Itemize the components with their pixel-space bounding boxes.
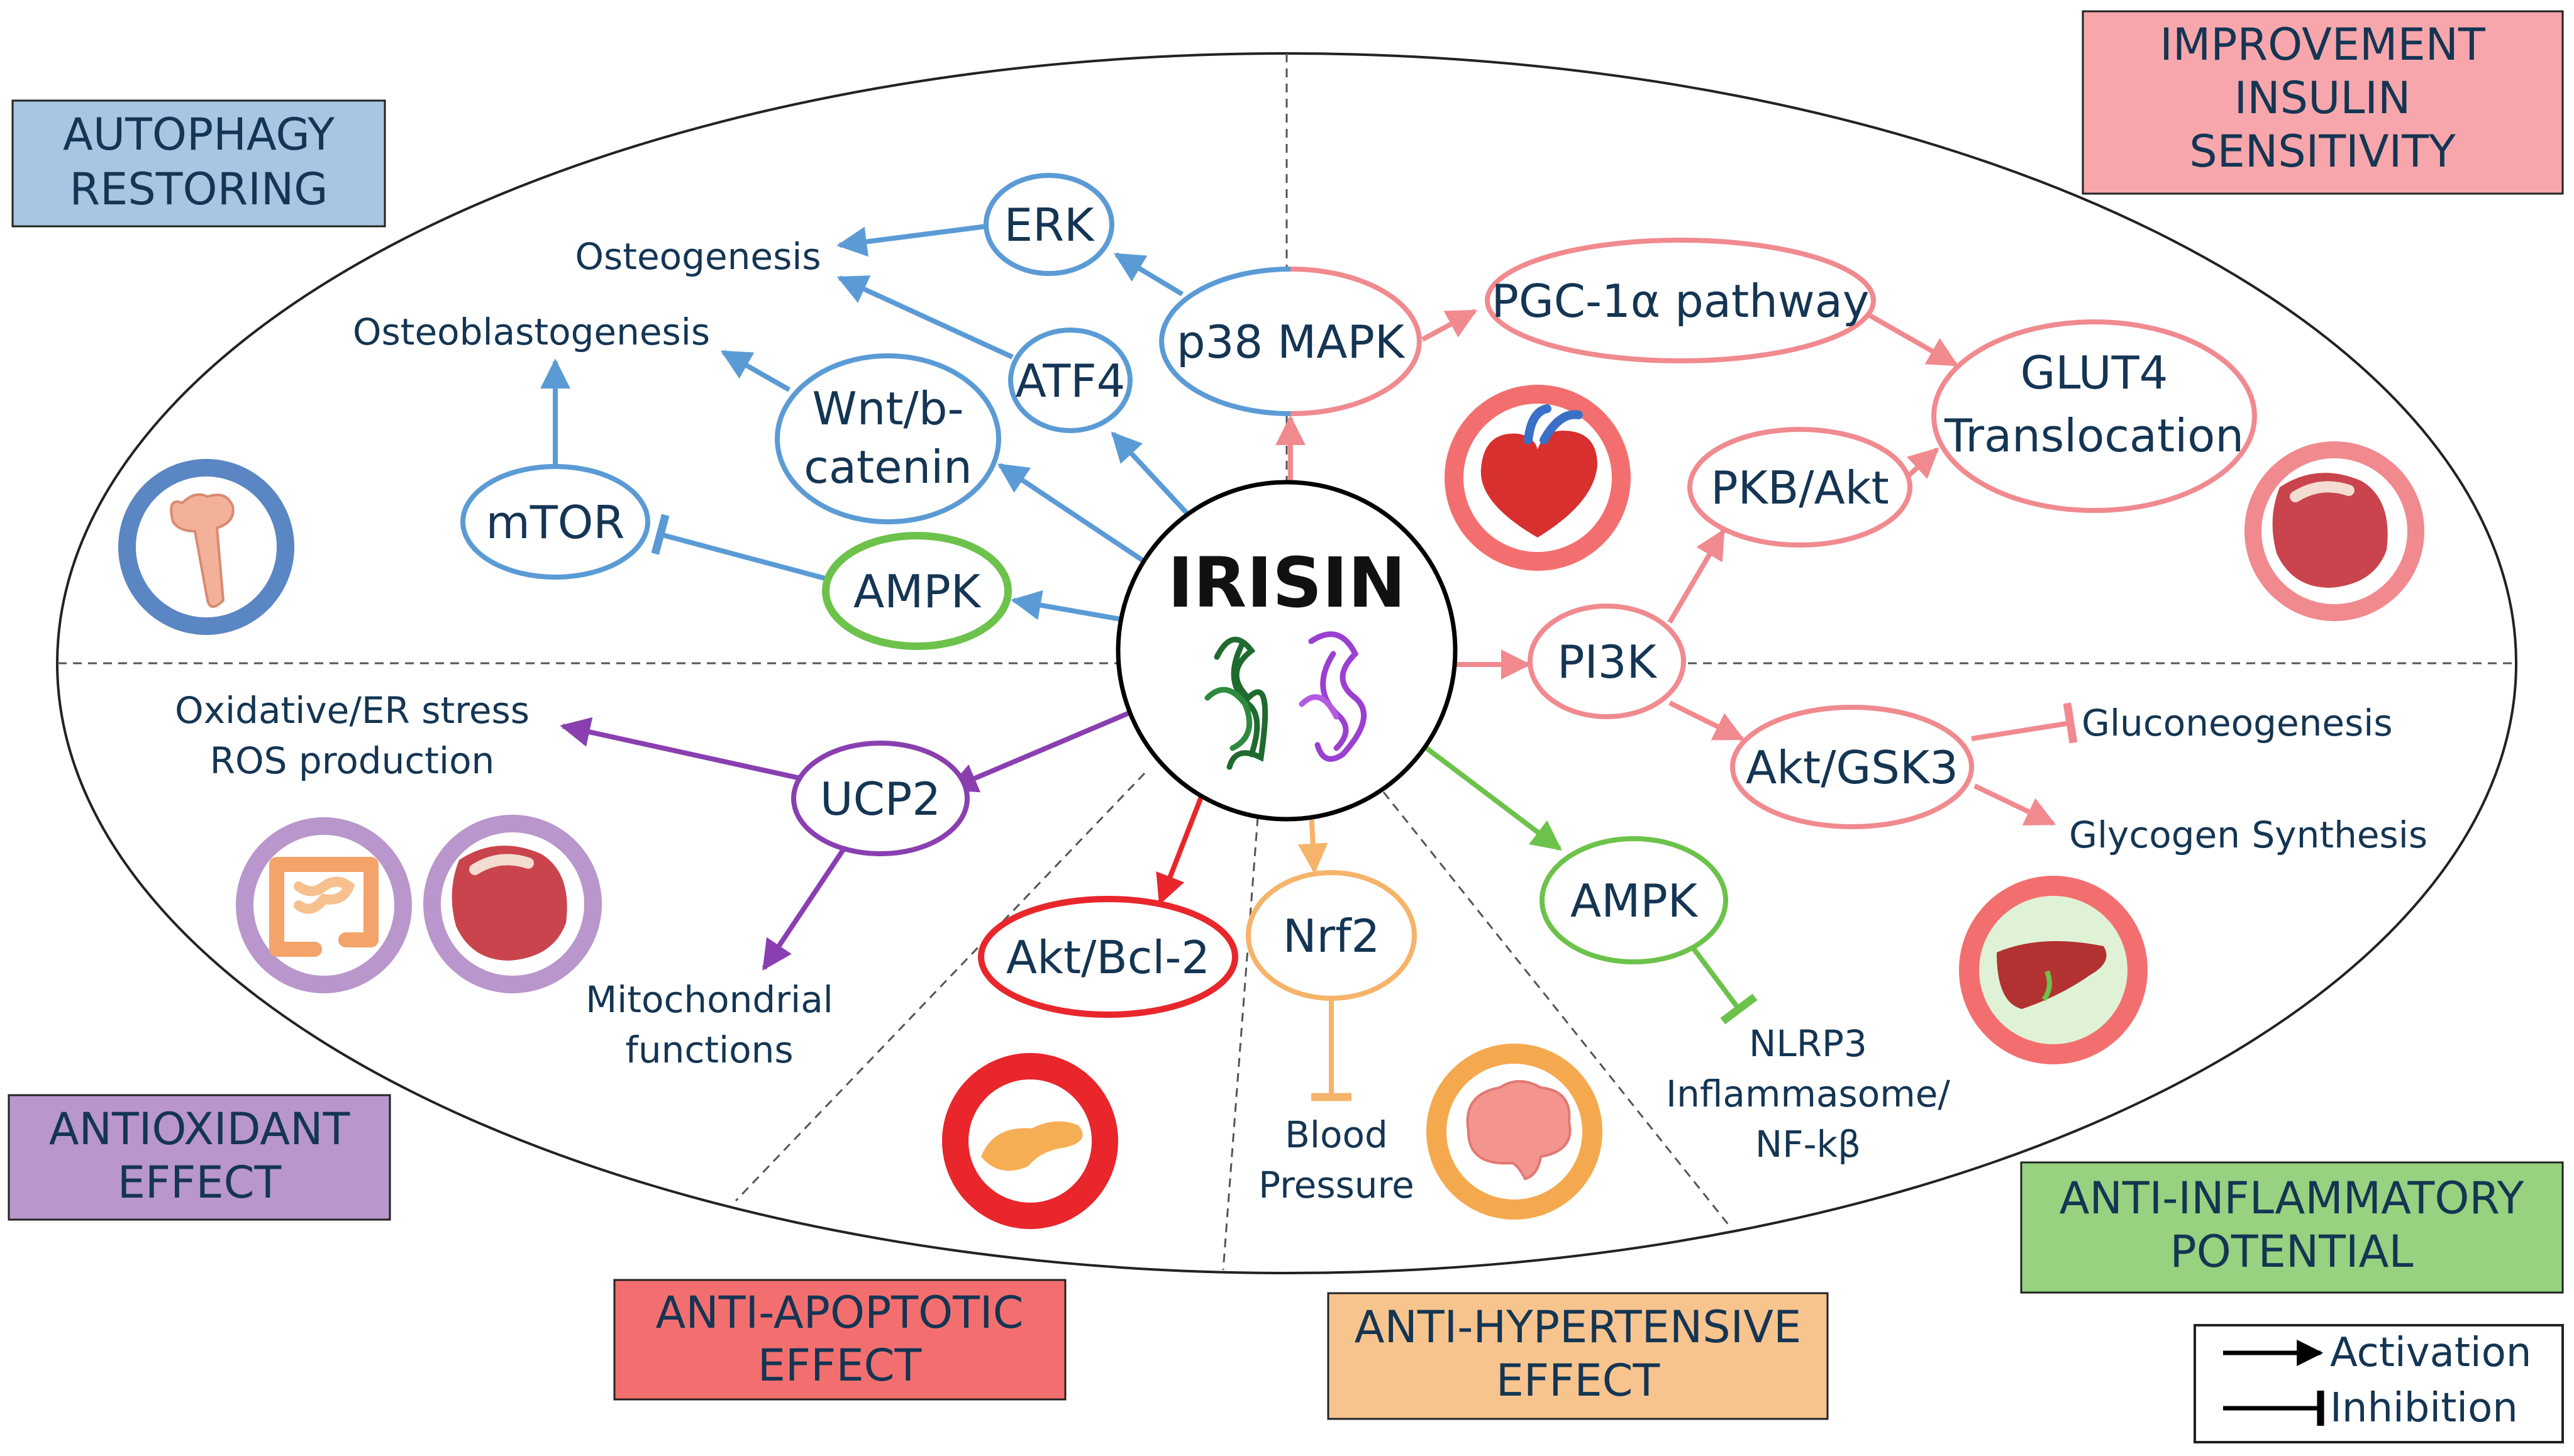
- node-mtor: mTOR: [460, 464, 650, 580]
- label-gluconeogenesis: Gluconeogenesis: [2082, 702, 2393, 744]
- node-ucp2: UCP2: [791, 741, 970, 856]
- svg-text:PGC-1α pathway: PGC-1α pathway: [1492, 275, 1870, 328]
- category-autophagy-line-1: AUTOPHAGY: [63, 109, 335, 160]
- label-glycogen: Glycogen Synthesis: [2069, 813, 2427, 856]
- svg-text:ATF4: ATF4: [1016, 355, 1126, 407]
- arrow-irisin-ampk-inflam: [1416, 739, 1562, 851]
- svg-text:AMPK: AMPK: [1570, 874, 1699, 927]
- arrow-ucp2-oxidative: [560, 717, 807, 782]
- pancreas-icon: [942, 1053, 1118, 1229]
- arrow-irisin-nrf2: [1297, 810, 1328, 874]
- arrow-pi3k-pkb: [1667, 528, 1726, 624]
- node-p38: p38 MAPK: [1159, 267, 1422, 416]
- svg-text:ERK: ERK: [1004, 199, 1096, 251]
- node-pkb: PKB/Akt: [1687, 427, 1912, 548]
- node-ampk-inflam: AMPK: [1539, 836, 1728, 964]
- legend-activation: Activation: [2330, 1330, 2531, 1376]
- svg-text:UCP2: UCP2: [820, 773, 941, 825]
- label-osteoblastogenesis: Osteoblastogenesis: [353, 311, 710, 353]
- intestine-icon: [236, 817, 412, 993]
- node-atf4: ATF4: [1008, 328, 1133, 433]
- arrow-p38-erk: [1113, 252, 1184, 297]
- irisin-center: IRISIN: [1116, 480, 1458, 822]
- svg-text:AMPK: AMPK: [853, 565, 982, 618]
- legend: Activation Inhibition: [2194, 1324, 2564, 1443]
- label-osteogenesis: Osteogenesis: [575, 235, 821, 278]
- inhibit-ampk-nlrp3: [1689, 944, 1758, 1025]
- heart-icon: [1445, 385, 1631, 571]
- irisin-title: IRISIN: [1168, 543, 1406, 623]
- muscle-icon-antioxidant: [423, 815, 602, 993]
- arrow-irisin-ampk: [1011, 590, 1121, 622]
- muscle-icon: [2244, 441, 2424, 621]
- legend-inhibition: Inhibition: [2330, 1385, 2518, 1431]
- svg-text:mTOR: mTOR: [486, 496, 625, 549]
- arrow-irisin-atf4: [1111, 431, 1197, 524]
- node-nrf2: Nrf2: [1246, 870, 1417, 1001]
- arrow-ucp2-mito: [762, 837, 853, 971]
- arrow-pgc1a-glut4: [1867, 312, 1959, 367]
- arrow-irisin-wnt: [997, 463, 1153, 568]
- arrow-irisin-aktbcl2: [1156, 788, 1207, 905]
- arrow-wnt-osteoblastogenesis: [720, 350, 791, 392]
- svg-text:Akt/Bcl-2: Akt/Bcl-2: [1006, 931, 1210, 984]
- arrow-aktgsk3-glycogen: [1973, 783, 2056, 826]
- arrow-p38-pgc1a: [1421, 309, 1478, 342]
- inhibit-aktgsk3-gluconeo: [1971, 702, 2078, 744]
- svg-text:Wnt/b-catenin: Wnt/b-catenin: [804, 382, 972, 494]
- protein-structure-icon: [1204, 631, 1367, 770]
- node-pi3k: PI3K: [1528, 604, 1686, 719]
- bone-icon: [118, 459, 294, 635]
- svg-text:Akt/GSK3: Akt/GSK3: [1746, 741, 1958, 794]
- arrow-atf4-osteogenesis: [836, 275, 1014, 360]
- svg-text:PKB/Akt: PKB/Akt: [1711, 461, 1889, 514]
- arrow-erk-osteogenesis: [836, 224, 987, 257]
- node-aktgsk3: Akt/GSK3: [1730, 705, 1974, 829]
- svg-text:p38 MAPK: p38 MAPK: [1177, 316, 1406, 368]
- arrow-irisin-ucp2: [946, 708, 1136, 793]
- node-erk: ERK: [984, 173, 1114, 276]
- liver-icon: [1959, 876, 2148, 1064]
- node-ampk-autophagy: AMPK: [822, 532, 1012, 650]
- arrow-pi3k-aktgsk3: [1668, 700, 1745, 741]
- category-autophagy-line-2: RESTORING: [69, 163, 328, 215]
- node-aktbcl2: Akt/Bcl-2: [978, 896, 1238, 1018]
- svg-text:Nrf2: Nrf2: [1283, 910, 1380, 962]
- svg-text:PI3K: PI3K: [1557, 636, 1657, 688]
- node-wnt: Wnt/b-catenin: [775, 353, 1001, 524]
- node-pgc1a: PGC-1α pathway: [1485, 238, 1876, 363]
- brain-icon: [1426, 1044, 1602, 1220]
- inhibit-ampk-mtor: [651, 514, 826, 581]
